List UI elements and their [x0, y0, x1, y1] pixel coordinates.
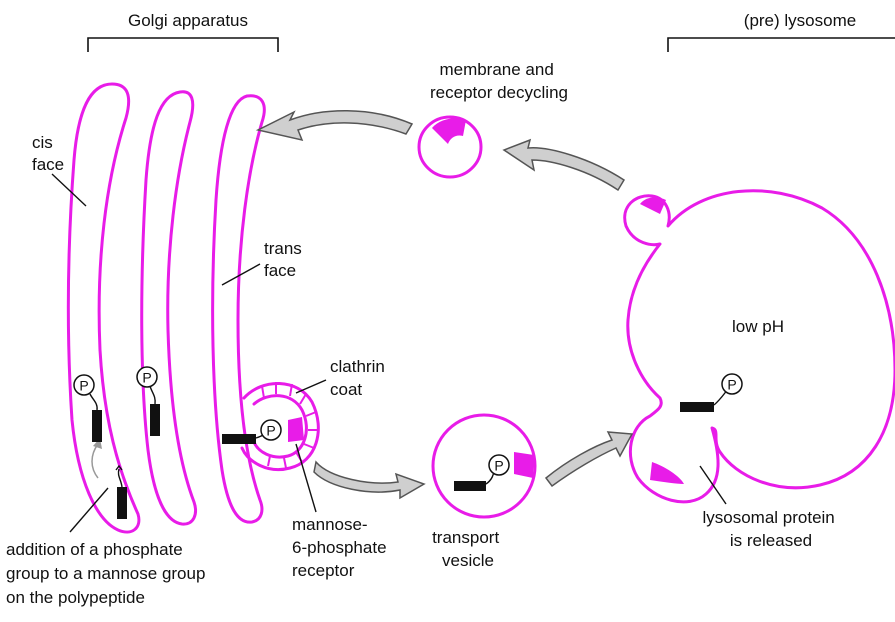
recycling-vesicle	[419, 117, 481, 177]
receptor-lysosome	[650, 462, 684, 484]
receptor-bleb	[640, 197, 666, 214]
cis-cisterna	[68, 84, 139, 532]
label-phosphate-addition: addition of a phosphate group to a manno…	[6, 540, 210, 607]
golgi-header: Golgi apparatus	[88, 11, 278, 52]
middle-cisterna	[142, 92, 196, 524]
receptor-bud	[288, 417, 304, 442]
label-m6p-receptor: mannose- 6-phosphate receptor	[292, 515, 391, 580]
label-trans-face: trans face	[264, 239, 307, 280]
receptor-transport	[514, 452, 534, 478]
protein-lysosome	[680, 374, 742, 412]
label-clathrin-coat: clathrin coat	[330, 357, 390, 399]
label-transport-vesicle: transport vesicle	[432, 528, 504, 570]
lysosome-bracket	[668, 38, 895, 52]
arrow-recycle-to-golgi	[258, 111, 412, 140]
transport-vesicle	[433, 415, 535, 517]
receptor-recycling	[432, 118, 466, 144]
arrow-bud-to-vesicle	[314, 462, 424, 498]
protein-bud	[222, 420, 281, 444]
golgi-bracket	[88, 38, 278, 52]
lysosome-membrane	[625, 191, 895, 502]
protein-middle	[137, 367, 160, 436]
arrow-vesicle-to-lysosome	[546, 432, 632, 486]
golgi-title: Golgi apparatus	[128, 11, 248, 30]
label-protein-released: lysosomal protein is released	[702, 508, 839, 550]
proteins	[74, 367, 742, 519]
lysosome-header: (pre) lysosome	[668, 11, 895, 52]
arrow-lysosome-to-recycle	[504, 140, 624, 190]
label-membrane-recycling: membrane and receptor decycling	[430, 60, 568, 102]
lysosome-title: (pre) lysosome	[744, 11, 856, 30]
protein-transport	[454, 455, 509, 491]
protein-cis-upper	[74, 375, 102, 442]
transport-arrows	[258, 111, 632, 498]
trans-cisterna	[213, 96, 265, 522]
golgi-cisternae	[68, 84, 264, 532]
label-cis-face: cis face	[32, 133, 64, 174]
phosphorylation-arrow	[92, 444, 98, 478]
lysosome	[625, 191, 895, 502]
label-low-ph: low pH	[732, 317, 784, 336]
